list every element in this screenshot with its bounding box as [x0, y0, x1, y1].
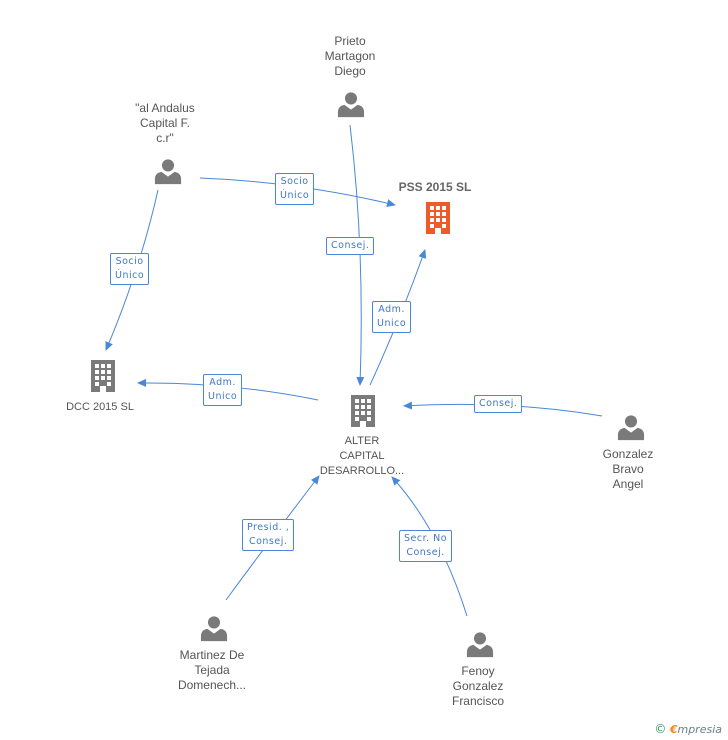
label-line: Martinez De [179, 648, 245, 662]
label-line: Francisco [451, 694, 504, 708]
label-line: "al Andalus [135, 101, 195, 115]
edge-label-alter-dcc[interactable]: Adm. Unico [203, 374, 243, 406]
label-line: CAPITAL [339, 450, 385, 462]
node-label-gonzalez[interactable]: Gonzalez Bravo Angel [580, 447, 676, 492]
node-label-andalus[interactable]: "al Andalus Capital F. c.r" [115, 101, 215, 146]
edge-label-gonzalez-alter[interactable]: Consej. [474, 395, 523, 413]
node-label-martinez[interactable]: Martinez De Tejada Domenech... [162, 648, 262, 693]
edge-label-line: Adm. [378, 304, 405, 315]
edge-label-martinez-alter[interactable]: Presid. , Consej. [242, 519, 295, 551]
edge-label-line: Secr. No [404, 533, 448, 544]
copyright-icon: © [654, 722, 667, 736]
label-line: Gonzalez [602, 447, 654, 461]
brand-logo-letter: € [669, 723, 678, 736]
label-line: DCC 2015 SL [66, 401, 134, 413]
label-line: c.r" [156, 131, 174, 145]
node-label-prieto[interactable]: Prieto Martagon Diego [300, 34, 400, 79]
edge-label-line: Consej. [406, 547, 445, 558]
label-line: Diego [334, 64, 366, 78]
edge-label-line: Unico [377, 318, 407, 329]
edge-label-line: Único [115, 270, 145, 281]
label-line: Gonzalez [452, 679, 504, 693]
label-line: PSS 2015 SL [398, 180, 472, 194]
edge-label-line: Único [280, 190, 310, 201]
edge-label-fenoy-alter[interactable]: Secr. No Consej. [399, 530, 453, 562]
label-line: Bravo [612, 462, 644, 476]
person-icon-fenoy[interactable] [466, 632, 494, 658]
building-icon-dcc[interactable] [91, 360, 115, 392]
brand-name: mpresia [677, 723, 722, 736]
label-line: ALTER [344, 435, 380, 447]
edge-prieto-alter [349, 124, 365, 386]
edge-label-line: Unico [208, 391, 238, 402]
edge-label-line: Adm. [209, 377, 236, 388]
label-line: Capital F. [139, 116, 191, 130]
edge-label-line: Consej. [479, 398, 518, 409]
label-line: Fenoy [461, 664, 495, 678]
label-line: Prieto [334, 34, 366, 48]
edge-label-line: Socio [115, 256, 144, 267]
edge-label-andalus-dcc[interactable]: Socio Único [110, 253, 150, 285]
edge-label-prieto-alter[interactable]: Consej. [326, 237, 375, 255]
node-label-dcc[interactable]: DCC 2015 SL [50, 400, 150, 415]
edge-label-alter-pss[interactable]: Adm. Unico [372, 301, 412, 333]
label-line: DESARROLLO... [319, 465, 405, 477]
building-icon-pss[interactable] [426, 202, 450, 234]
person-icon-prieto[interactable] [337, 92, 365, 118]
node-label-fenoy[interactable]: Fenoy Gonzalez Francisco [428, 664, 528, 709]
edge-label-line: Socio [280, 176, 309, 187]
label-line: Angel [612, 477, 644, 491]
person-icon-gonzalez[interactable] [617, 415, 645, 441]
edge-label-andalus-pss[interactable]: Socio Único [275, 173, 315, 205]
edge-label-line: Presid. , [247, 522, 290, 533]
node-label-alter[interactable]: ALTER CAPITAL DESARROLLO... [310, 434, 414, 479]
label-line: Domenech... [177, 678, 247, 692]
label-line: Tejada [194, 663, 230, 677]
person-icon-martinez[interactable] [200, 616, 228, 642]
brand-watermark[interactable]: © €mpresia [654, 722, 722, 736]
label-line: Martagon [324, 49, 376, 63]
edge-label-line: Consej. [248, 536, 288, 547]
person-icon-andalus[interactable] [154, 159, 182, 185]
node-label-pss[interactable]: PSS 2015 SL [380, 180, 490, 195]
building-icon-alter[interactable] [351, 395, 375, 427]
edge-label-line: Consej. [331, 240, 370, 251]
